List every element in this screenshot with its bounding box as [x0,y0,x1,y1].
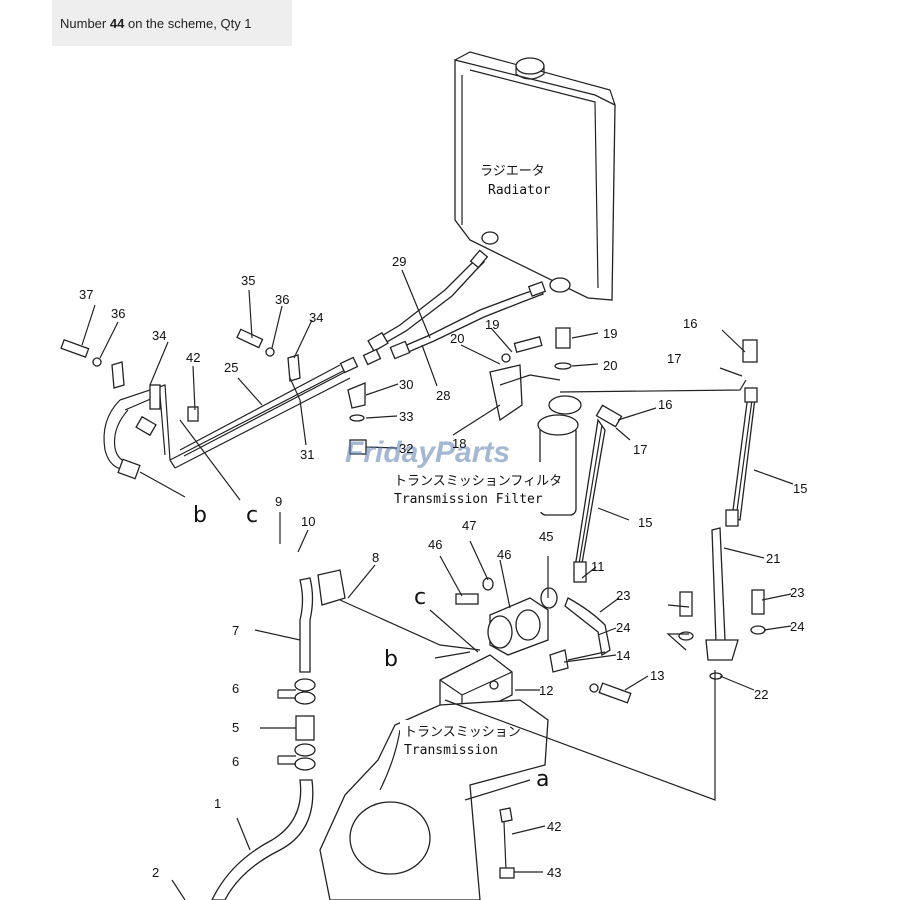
label-7: 7 [232,623,239,638]
label-45: 45 [539,529,553,544]
label-16b: 16 [683,316,697,331]
label-13: 13 [650,668,664,683]
scheme-header-text: Number 44 on the scheme, Qty 1 [60,16,252,31]
part-number-labels: 37 36 34 42 25 35 36 34 30 33 32 31 29 2… [79,254,807,880]
scheme-header-bar: Number 44 on the scheme, Qty 1 [52,0,292,46]
label-16a: 16 [658,397,672,412]
letter-labels: b c c b a [193,503,549,792]
label-6b: 6 [232,754,239,769]
header-part-number: 44 [109,16,125,31]
label-37: 42 [186,350,200,365]
label-25b: 24 [790,619,804,634]
label-17b: 17 [667,351,681,366]
filter-caption-jp: トランスミッションフィルタ [394,474,562,489]
label-2: 2 [152,865,159,880]
leader-lines [81,269,794,900]
label-15a: 15 [638,515,652,530]
suction-pipes [211,569,346,900]
right-hoses [549,339,758,673]
label-26: 25 [224,360,238,375]
label-35b: 36 [275,292,289,307]
label-25a: 24 [616,620,630,635]
letter-b-left: b [193,503,207,528]
label-43: 43 [547,865,561,880]
radiator-caption-en: Radiator [488,183,551,198]
label-8: 8 [372,550,379,565]
transmission-filter: トランスミッションフィルタ Transmission Filter [394,327,582,516]
label-44: 46 [497,547,511,562]
label-33b: 34 [309,310,323,325]
label-22: 22 [754,687,768,702]
bolts-right [589,589,766,704]
label-46: 46 [428,537,442,552]
label-23: 23 [616,588,630,603]
transmission-housing: トランスミッション Transmission [319,699,549,900]
label-19b: 19 [603,326,617,341]
label-27: 28 [436,388,450,403]
label-9: 9 [275,494,282,509]
letter-c-center: c [414,585,426,610]
transmission-caption-jp: トランスミッション [404,725,521,740]
label-36: 37 [79,287,93,302]
label-18: 18 [452,436,466,451]
label-20a: 20 [450,331,464,346]
letter-c-left: c [246,503,258,528]
filter-caption-en: Transmission Filter [394,492,543,507]
transmission-caption-en: Transmission [404,743,498,758]
radiator: ラジエータ Radiator [454,51,616,301]
watermark-logo: FridayParts [345,436,510,469]
letter-a: a [536,767,549,792]
label-30: 30 [399,377,413,392]
radiator-caption-jp: ラジエータ [480,164,545,179]
label-24: 23 [790,585,804,600]
gear-pump [455,577,558,656]
label-1: 1 [214,796,221,811]
label-19a: 19 [485,317,499,332]
label-47: 47 [462,518,476,533]
label-34: 35 [241,273,255,288]
label-17a: 17 [633,442,647,457]
label-42: 42 [547,819,561,834]
label-5: 5 [232,720,239,735]
label-12: 12 [539,683,553,698]
label-15b: 15 [793,481,807,496]
label-29: 31 [300,447,314,462]
label-32: 33 [399,409,413,424]
label-20b: 20 [603,358,617,373]
bolts-left [60,328,367,455]
label-10: 10 [301,514,315,529]
label-28: 29 [392,254,406,269]
label-33a: 34 [152,328,166,343]
label-21: 21 [766,551,780,566]
header-suffix: on the scheme, Qty 1 [127,16,252,31]
label-14: 14 [616,648,630,663]
letter-b-center: b [384,647,398,672]
label-35a: 36 [111,306,125,321]
header-prefix: Number [60,16,107,31]
label-11: 11 [591,559,605,574]
left-tube-assembly [103,348,382,480]
label-31: 32 [399,441,413,456]
label-6a: 6 [232,681,239,696]
